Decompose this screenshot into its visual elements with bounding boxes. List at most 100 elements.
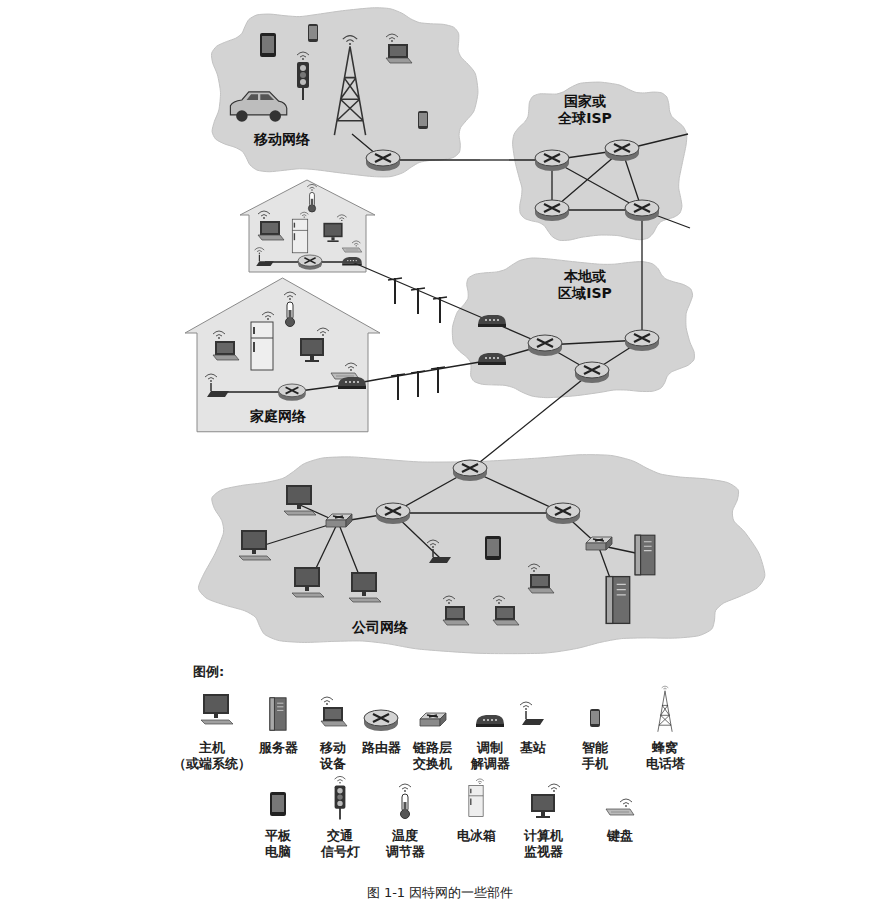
legend-icon xyxy=(270,698,286,730)
legend-label: 移动 设备 xyxy=(320,740,346,773)
network-cloud: 本地或 区域ISP xyxy=(450,255,700,400)
legend-item: 路由器 xyxy=(362,740,401,756)
home-house: 家庭网络 xyxy=(185,278,380,432)
legend-item: 平板 电脑 xyxy=(265,828,291,861)
legend-label: 温度 调节器 xyxy=(386,828,425,861)
legend-label: 电冰箱 xyxy=(457,828,496,844)
fridge-icon xyxy=(292,212,308,253)
cloud-shape xyxy=(198,455,764,654)
legend-icon xyxy=(420,713,446,726)
switch-icon xyxy=(586,537,612,550)
legend-label: 路由器 xyxy=(362,740,401,756)
router-icon xyxy=(625,200,659,221)
legend-item: 基站 xyxy=(520,740,546,756)
smartphone-icon xyxy=(308,24,318,42)
keyboard-icon xyxy=(342,241,362,252)
caption-holder: 图 1-1 因特网的一些部件 xyxy=(367,885,514,901)
region-label: 移动网络 xyxy=(254,131,310,149)
region-label: 国家或 全球ISP xyxy=(558,93,612,128)
router-icon xyxy=(298,255,322,270)
legend-label: 交通 信号灯 xyxy=(321,828,360,861)
router-icon xyxy=(535,150,569,171)
router-icon xyxy=(546,503,580,524)
label-holder: 家庭网络 xyxy=(250,408,306,426)
router-icon xyxy=(366,150,400,171)
region-label: 公司网络 xyxy=(352,619,408,637)
switch-icon xyxy=(326,514,352,527)
monitor-icon xyxy=(323,215,346,242)
legend-icon xyxy=(520,702,544,725)
legend-heading: 图例: xyxy=(193,664,224,680)
legend-label: 调制 解调器 xyxy=(471,740,510,773)
router-icon xyxy=(575,362,609,383)
router-icon xyxy=(605,140,639,161)
utility-pole xyxy=(388,278,402,304)
legend-item: 服务器 xyxy=(259,740,298,756)
cloud-outline xyxy=(205,5,480,180)
router-icon xyxy=(625,330,659,351)
network-link xyxy=(495,400,557,450)
network-cloud: 移动网络 xyxy=(205,5,480,180)
figure-caption: 图 1-1 因特网的一些部件 xyxy=(367,885,514,901)
legend-label: 主机 （或端系统） xyxy=(173,740,251,773)
legend-icon xyxy=(476,715,504,727)
label-holder: 移动网络 xyxy=(254,131,310,149)
legend-icon xyxy=(364,710,398,731)
legend-label: 链路层 交换机 xyxy=(413,740,452,773)
legend-icon xyxy=(270,792,286,816)
cloud-shape xyxy=(452,258,694,398)
modem-icon xyxy=(478,315,506,327)
router-icon xyxy=(535,200,569,221)
utility-pole xyxy=(411,288,425,314)
tablet-icon xyxy=(260,33,276,57)
legend-label: 智能 手机 xyxy=(582,740,608,773)
thermostat-icon xyxy=(307,184,317,212)
region-label: 家庭网络 xyxy=(250,408,306,426)
legend-item: 链路层 交换机 xyxy=(413,740,452,773)
server-icon xyxy=(635,535,655,575)
router-icon xyxy=(453,460,487,481)
legend-icon xyxy=(658,686,672,732)
legend-icon xyxy=(321,697,347,726)
legend-label: 基站 xyxy=(520,740,546,756)
region-label: 本地或 区域ISP xyxy=(558,268,612,303)
modem-icon xyxy=(342,257,362,265)
legend-label: 蜂窝 电话塔 xyxy=(646,740,685,773)
tablet-icon xyxy=(485,536,501,560)
label-holder: 国家或 全球ISP xyxy=(558,93,612,128)
server-icon xyxy=(606,577,629,624)
utility-pole xyxy=(391,374,405,400)
network-cloud: 国家或 全球ISP xyxy=(510,80,690,245)
legend-item: 移动 设备 xyxy=(320,740,346,773)
cloud-shape xyxy=(513,82,687,240)
base-station-icon xyxy=(255,248,274,266)
legend-icon xyxy=(201,694,233,724)
network-link xyxy=(641,245,642,255)
legend-label: 服务器 xyxy=(259,740,298,756)
legend-label: 计算机 监视器 xyxy=(524,828,563,861)
legend-label: 键盘 xyxy=(607,828,633,844)
house-shape xyxy=(185,278,380,432)
legend-item: 蜂窝 电话塔 xyxy=(646,740,685,773)
router-icon xyxy=(376,503,410,524)
utility-pole xyxy=(433,297,447,323)
legend-icon xyxy=(335,776,346,819)
legend-item: 调制 解调器 xyxy=(471,740,510,773)
utility-pole xyxy=(431,367,445,393)
network-cloud: 公司网络 xyxy=(192,450,768,656)
modem-icon xyxy=(478,353,506,365)
legend-item: 交通 信号灯 xyxy=(321,828,360,861)
legend-item: 计算机 监视器 xyxy=(524,828,563,861)
legend-icon xyxy=(531,784,560,818)
house-outline xyxy=(240,180,375,272)
legend-item: 主机 （或端系统） xyxy=(173,740,251,773)
legend-label: 平板 电脑 xyxy=(265,828,291,861)
utility-pole xyxy=(411,371,425,397)
legend-item: 温度 调节器 xyxy=(386,828,425,861)
label-holder: 本地或 区域ISP xyxy=(558,268,612,303)
legend-item: 智能 手机 xyxy=(582,740,608,773)
router-icon xyxy=(528,335,562,356)
smartphone-icon xyxy=(418,111,428,129)
legend-icon xyxy=(606,799,634,815)
label-holder: 图例: xyxy=(193,664,224,680)
